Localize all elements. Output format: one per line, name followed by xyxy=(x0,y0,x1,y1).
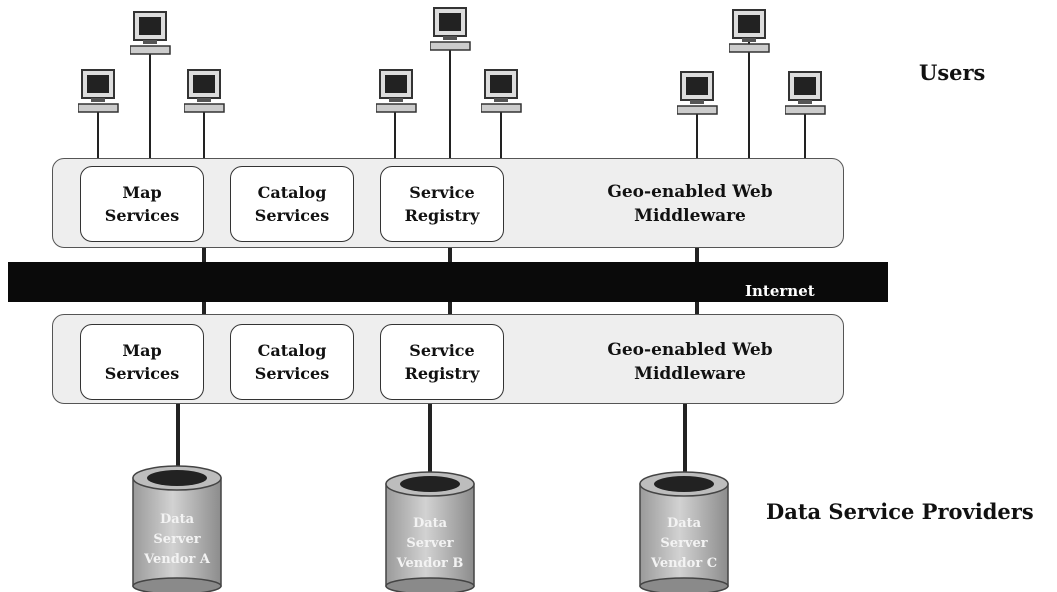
data-service-providers-label: Data Service Providers xyxy=(766,499,1034,524)
users-label: Users xyxy=(919,60,986,85)
computer-icon xyxy=(729,9,770,53)
bottom-middleware-label: Geo-enabled Web Middleware xyxy=(607,340,773,384)
vendor-c-label: Data Server Vendor C xyxy=(650,516,718,571)
bottom-map-services-box: Map Services xyxy=(80,324,204,400)
database-icon xyxy=(639,471,729,592)
computer-icon xyxy=(481,69,522,113)
computer-icon xyxy=(430,7,471,51)
computer-icon xyxy=(785,71,826,115)
bottom-service-registry-box: Service Registry xyxy=(380,324,504,400)
computer-icon xyxy=(677,71,718,115)
database-icon xyxy=(385,471,475,592)
computer-icon xyxy=(78,69,119,113)
computer-icon xyxy=(376,69,417,113)
top-catalog-services-box: Catalog Services xyxy=(230,166,354,242)
internet-label: Internet xyxy=(745,282,815,300)
top-service-registry-box: Service Registry xyxy=(380,166,504,242)
computer-icon xyxy=(184,69,225,113)
vendor-a-label: Data Server Vendor A xyxy=(144,512,210,567)
top-map-services-box: Map Services xyxy=(80,166,204,242)
vendor-b-label: Data Server Vendor B xyxy=(396,516,464,571)
internet-bar xyxy=(8,262,888,302)
bottom-catalog-services-box: Catalog Services xyxy=(230,324,354,400)
top-middleware-label: Geo-enabled Web Middleware xyxy=(607,182,773,226)
database-icon xyxy=(132,465,222,592)
computer-icon xyxy=(130,11,171,55)
provider-connectors xyxy=(176,404,687,474)
user-connectors xyxy=(97,42,806,160)
